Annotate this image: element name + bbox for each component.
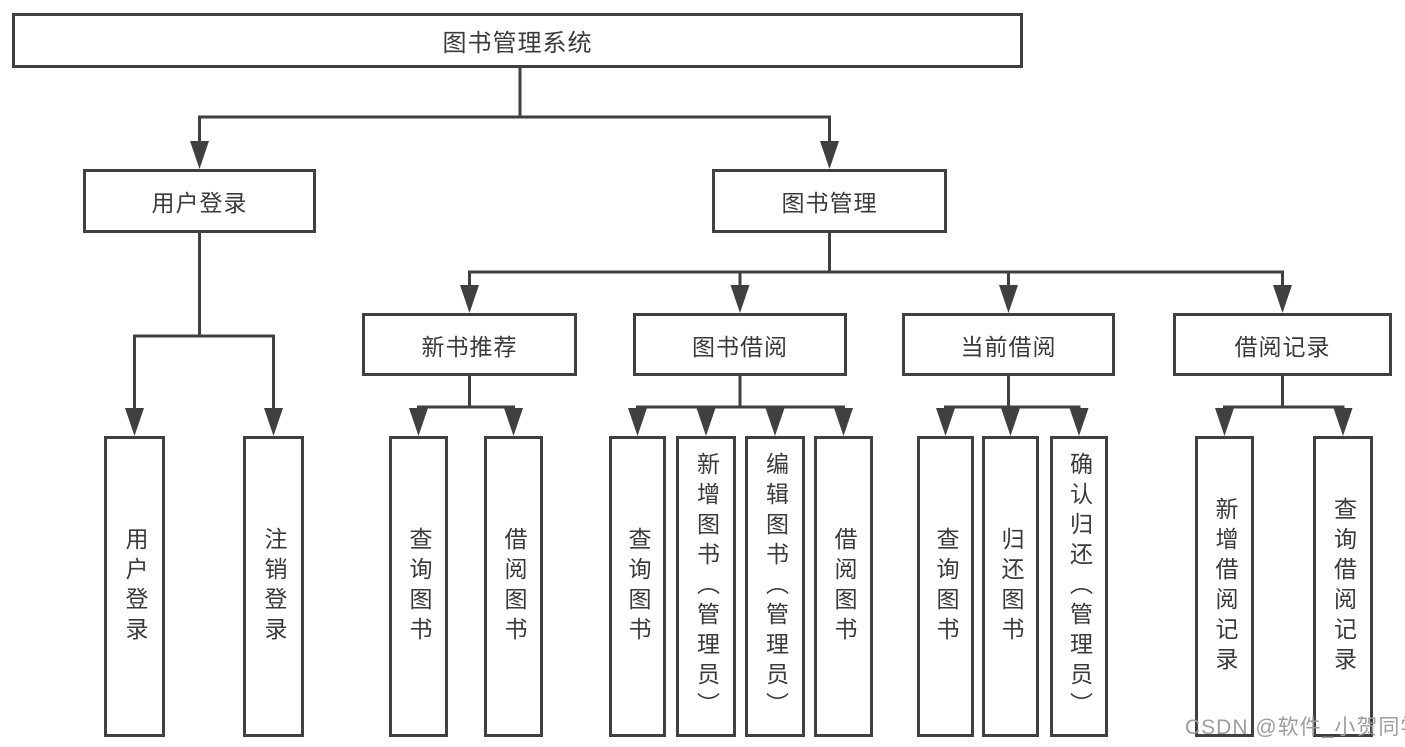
leaf-query-books-2: 查询图书 bbox=[609, 436, 666, 737]
leaf-edit-books-admin: 编辑图书（管理员） bbox=[745, 436, 805, 737]
leaf-label: 借阅图书 bbox=[501, 526, 527, 647]
leaf-borrow-books-1: 借阅图书 bbox=[484, 436, 543, 737]
leaf-label: 用户登录 bbox=[122, 526, 148, 647]
leaf-label: 新增借阅记录 bbox=[1212, 496, 1238, 677]
leaf-label: 编辑图书（管理员） bbox=[762, 451, 789, 722]
leaf-add-books-admin: 新增图书（管理员） bbox=[676, 436, 736, 737]
leaf-query-borrow-record: 查询借阅记录 bbox=[1313, 436, 1373, 737]
leaf-label: 归还图书 bbox=[998, 526, 1024, 647]
leaf-add-borrow-record: 新增借阅记录 bbox=[1195, 436, 1254, 737]
node-book-borrowing: 图书借阅 bbox=[633, 313, 847, 376]
leaf-logout: 注销登录 bbox=[243, 436, 304, 737]
node-user-login: 用户登录 bbox=[83, 169, 316, 233]
arrowheads bbox=[125, 141, 1353, 436]
node-new-book-recommendation: 新书推荐 bbox=[362, 313, 577, 376]
leaf-label: 查询图书 bbox=[933, 526, 959, 647]
leaf-label: 确认归还（管理员） bbox=[1066, 451, 1093, 722]
node-borrowing-records: 借阅记录 bbox=[1173, 313, 1392, 376]
leaf-confirm-return-admin: 确认归还（管理员） bbox=[1050, 436, 1108, 737]
leaf-label: 新增图书（管理员） bbox=[693, 451, 720, 722]
node-current-borrowing: 当前借阅 bbox=[902, 313, 1115, 376]
node-book-management: 图书管理 bbox=[712, 169, 947, 233]
leaf-query-books-3: 查询图书 bbox=[917, 436, 974, 737]
leaf-label: 借阅图书 bbox=[831, 526, 857, 647]
leaf-borrow-books-2: 借阅图书 bbox=[814, 436, 873, 737]
leaf-return-books: 归还图书 bbox=[982, 436, 1039, 737]
connector-segments bbox=[133, 66, 1345, 410]
leaf-label: 注销登录 bbox=[261, 526, 287, 647]
leaf-label: 查询图书 bbox=[625, 526, 651, 647]
leaf-user-login: 用户登录 bbox=[104, 436, 165, 737]
leaf-query-books-1: 查询图书 bbox=[389, 436, 448, 737]
leaf-label: 查询图书 bbox=[406, 526, 432, 647]
watermark-csdn: CSDN @软件_小贺同学 bbox=[1185, 716, 1405, 739]
leaf-label: 查询借阅记录 bbox=[1330, 496, 1357, 677]
node-library-management-system: 图书管理系统 bbox=[12, 13, 1023, 68]
